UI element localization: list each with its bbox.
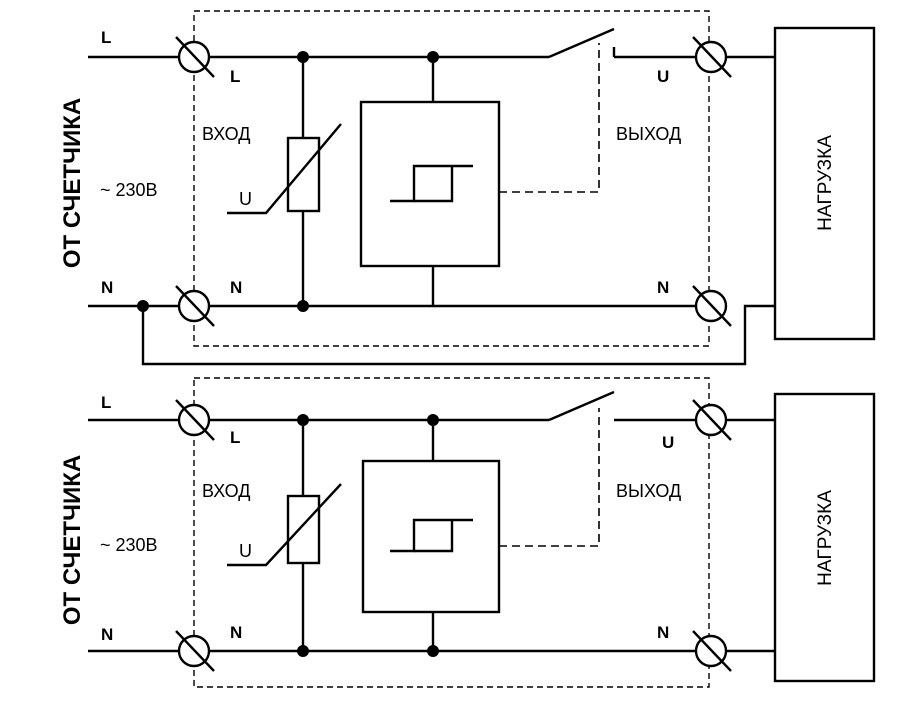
relay-contact [548, 27, 615, 59]
terminal-n-out [692, 285, 732, 327]
terminal-n-out [692, 630, 732, 672]
line-in-label: L [101, 28, 111, 47]
output-label: ВЫХОД [616, 124, 681, 144]
junction-dot [297, 414, 309, 426]
control-module [359, 100, 501, 268]
load-box [773, 392, 876, 683]
junction-dot [427, 51, 439, 63]
terminal-n-in [175, 630, 215, 672]
input-label: ВХОД [202, 124, 250, 144]
hysteresis-symbol [390, 518, 473, 553]
neutral-terminal-label: N [230, 623, 242, 642]
terminal-l-in [175, 36, 215, 78]
source-label: ОТ СЧЕТЧИКА [59, 455, 86, 625]
terminal-u-out [692, 399, 732, 441]
neutral-terminal-label: N [230, 278, 242, 297]
varistor-diagonal [227, 123, 342, 215]
control-module [361, 459, 501, 614]
relay-control-link [499, 43, 600, 193]
neutral-in-label: N [101, 625, 113, 644]
hysteresis-symbol-b [414, 166, 454, 203]
hysteresis-symbol [390, 164, 473, 203]
terminal-l-in [175, 399, 215, 441]
junction-dot [297, 645, 309, 657]
terminal-u-out [692, 36, 732, 78]
device-enclosure [193, 10, 710, 347]
load-box [773, 26, 876, 341]
neutral-bypass-wire [141, 304, 775, 366]
junction-dot [137, 300, 149, 312]
output-terminal-label: U [657, 67, 669, 86]
hysteresis-symbol-b [414, 520, 454, 553]
junction-dot [427, 414, 439, 426]
input-label: ВХОД [202, 481, 250, 501]
output-neutral-label: N [657, 623, 669, 642]
diagram-top: НАГРУЗКА ОТ СЧЕТЧИКА ~ 230В ВХОД ВЫХОД L… [59, 10, 876, 366]
output-label: ВЫХОД [616, 481, 681, 501]
varistor-label: U [239, 541, 252, 561]
diagram-bottom: НАГРУЗКА ОТ СЧЕТЧИКА ~ 230В ВХОД ВЫХОД L… [59, 377, 876, 688]
junction-dot [297, 300, 309, 312]
line-terminal-label: L [230, 428, 240, 447]
output-neutral-label: N [657, 278, 669, 297]
voltage-label: ~ 230В [100, 180, 158, 200]
junction-dot [297, 51, 309, 63]
load-label: НАГРУЗКА [815, 135, 836, 231]
voltage-label: ~ 230В [100, 535, 158, 555]
varistor-diagonal [227, 483, 342, 567]
source-label: ОТ СЧЕТЧИКА [59, 98, 86, 268]
neutral-in-label: N [101, 278, 113, 297]
varistor-label: U [239, 189, 252, 209]
line-in-label: L [101, 393, 111, 412]
output-terminal-label: U [662, 433, 674, 452]
device-enclosure [193, 377, 710, 688]
varistor [286, 136, 321, 213]
varistor [286, 494, 321, 565]
terminal-n-in [175, 285, 215, 327]
junction-dot [427, 645, 439, 657]
relay-contact [548, 390, 615, 422]
relay-control-link [499, 408, 600, 547]
line-terminal-label: L [230, 67, 240, 86]
load-label: НАГРУЗКА [815, 490, 836, 586]
